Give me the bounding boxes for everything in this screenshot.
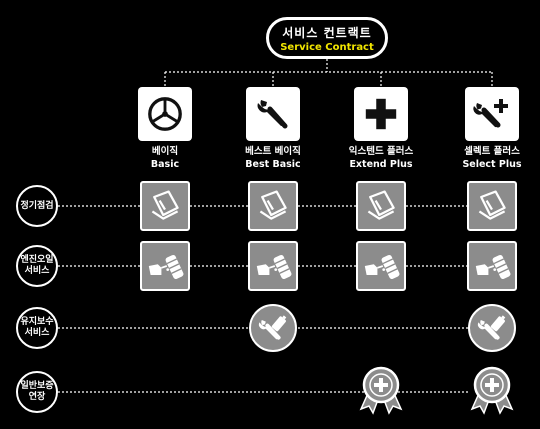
inspection-extend-plus-cell [356,181,406,231]
tier-basic-english: Basic [150,159,180,170]
warranty-medal-icon [470,366,514,415]
service-warranty-extension: 일반보증 연장 [16,371,58,413]
inspection-tablet-icon [151,190,179,220]
service-label-line2: 서비스 [24,328,50,338]
title-english: Service Contract [280,42,374,53]
tier-select-plus-label: 셀렉트 플러스 Select Plus [447,145,537,171]
warranty-extend-plus-cell [357,366,405,415]
service-label-line1: 정기점검 [20,200,54,211]
service-periodic-inspection: 정기점검 [16,185,58,227]
tier-basic-label: 베이직 Basic [120,145,210,171]
tier-basic-korean: 베이직 [151,146,179,157]
maintenance-select-plus-cell [468,304,516,352]
tier-best-basic-box [246,87,300,141]
tier-extend-plus-label: 익스텐드 플러스 Extend Plus [336,145,426,171]
engine-oil-best-basic-cell [248,241,298,291]
tier-basic-box [138,87,192,141]
inspection-tablet-icon [478,190,506,220]
oil-can-filter-icon [364,254,400,279]
wrench-battery-icon [477,315,506,340]
tier-select-plus-box [465,87,519,141]
plus-icon [365,98,397,130]
inspection-best-basic-cell [248,181,298,231]
tier-best-basic-english: Best Basic [245,159,301,170]
inspection-tablet-icon [367,190,395,220]
service-label-line2: 서비스 [24,266,50,276]
warranty-medal-icon [359,366,403,415]
service-engine-oil: 엔진오일 서비스 [16,245,58,287]
tier-best-basic-label: 베스트 베이직 Best Basic [228,145,318,171]
title-korean: 서비스 컨트랙트 [282,26,372,40]
tier-best-basic-korean: 베스트 베이직 [245,146,301,157]
engine-oil-basic-cell [140,241,190,291]
engine-oil-extend-plus-cell [356,241,406,291]
tier-extend-plus-english: Extend Plus [349,159,413,170]
service-label-line1: 엔진오일 [20,255,54,265]
wrench-battery-icon [258,315,287,340]
tier-extend-plus-korean: 익스텐드 플러스 [348,146,414,157]
maintenance-best-basic-cell [249,304,297,352]
oil-can-filter-icon [148,254,184,279]
steering-wheel-icon [148,97,182,131]
engine-oil-select-plus-cell [467,241,517,291]
tier-extend-plus-box [354,87,408,141]
inspection-select-plus-cell [467,181,517,231]
service-label-line2: 연장 [28,392,46,402]
tier-select-plus-english: Select Plus [462,159,522,170]
oil-can-filter-icon [475,254,511,279]
inspection-basic-cell [140,181,190,231]
service-label-line1: 일반보증 [20,381,54,391]
service-label-line1: 유지보수 [20,317,54,327]
service-maintenance: 유지보수 서비스 [16,307,58,349]
wrench-icon [257,100,288,129]
warranty-select-plus-cell [468,366,516,415]
inspection-tablet-icon [259,190,287,220]
wrench-plus-icon [473,99,508,128]
tier-select-plus-korean: 셀렉트 플러스 [464,146,520,157]
oil-can-filter-icon [256,254,292,279]
service-contract-title: 서비스 컨트랙트 Service Contract [266,17,388,59]
